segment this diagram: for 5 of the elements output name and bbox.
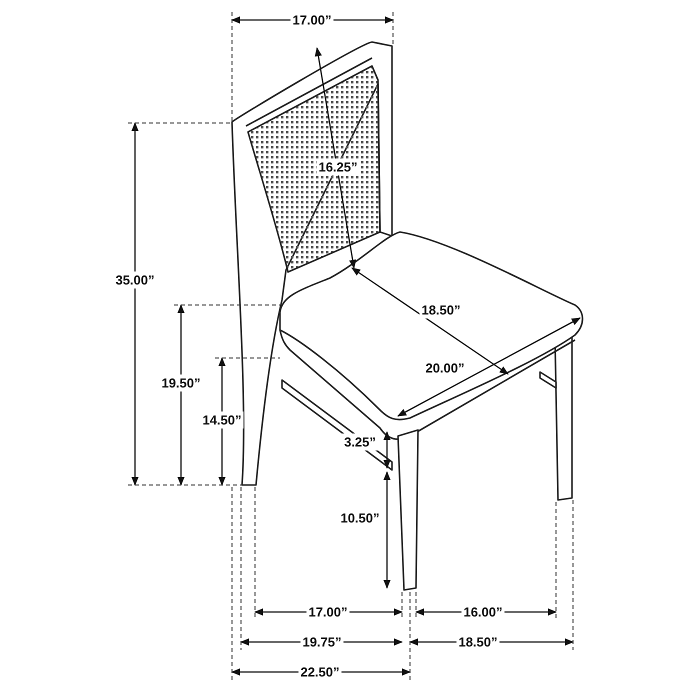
dimension-label: 19.50” — [159, 374, 203, 392]
dimension-label: 14.50” — [200, 412, 244, 428]
dimension-label: 35.00” — [113, 272, 157, 288]
dimension-label: 3.25” — [342, 434, 378, 450]
dimension-label: 16.25” — [316, 158, 360, 176]
